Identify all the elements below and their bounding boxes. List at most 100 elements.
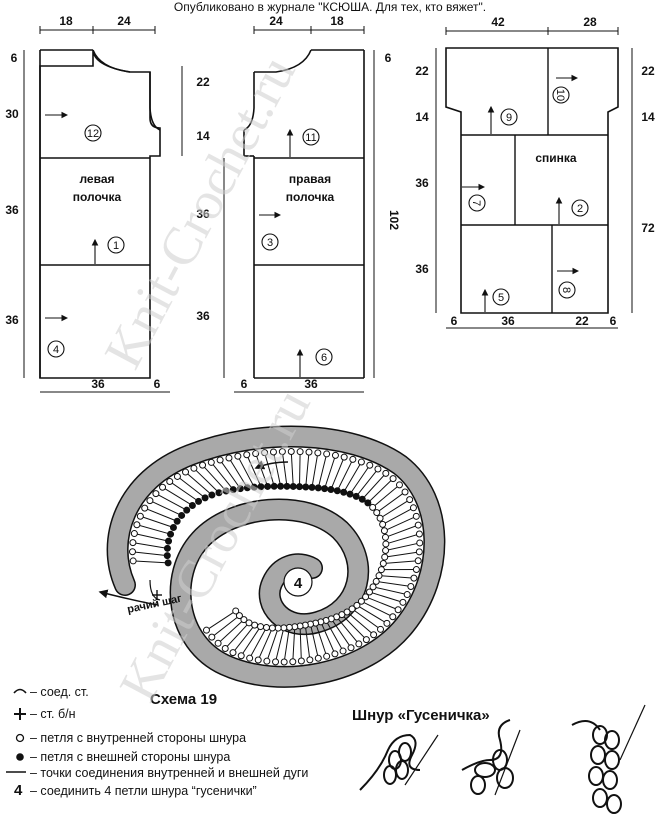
inner-loop: [159, 483, 167, 491]
right-bottom-dim-2: 36: [304, 377, 318, 391]
inner-loop: [406, 496, 414, 504]
outer-loop: [357, 597, 365, 605]
inner-loop: [190, 464, 198, 472]
inner-loop: [237, 652, 245, 660]
inner-loop: [349, 455, 357, 463]
part-number: 4: [53, 344, 59, 356]
left-right-dim-2: 14: [196, 129, 210, 143]
inner-loop: [339, 647, 347, 655]
outer-loop: [163, 552, 171, 560]
outer-loop: [314, 484, 322, 492]
outer-loop: [302, 483, 310, 491]
inner-loop: [383, 619, 391, 627]
center-number: 4: [294, 575, 303, 592]
join-number-symbol: 4: [14, 782, 23, 799]
cord-step-1: [359, 733, 439, 791]
outer-loop: [353, 601, 361, 609]
inner-loop: [415, 548, 423, 556]
part-number: 11: [305, 132, 316, 144]
left-right-dim-1: 22: [196, 75, 210, 89]
part-marker: [47, 340, 65, 358]
outer-loop: [257, 623, 265, 631]
inner-loop: [261, 449, 269, 457]
part-number: 8: [560, 287, 572, 293]
outer-loop: [377, 566, 385, 574]
outer-loop: [327, 486, 335, 494]
left-front-name-2: полочка: [73, 190, 122, 204]
spiral-schema: 4 рачий шаг Схема 19: [98, 425, 446, 708]
inner-loop: [289, 658, 297, 666]
left-top-dim-1: 18: [59, 14, 73, 28]
right-left-dim-1: 36: [196, 207, 210, 221]
outer-loop: [358, 495, 366, 503]
inner-loop: [347, 644, 355, 652]
inner-loop: [214, 639, 222, 647]
inner-loop: [129, 557, 137, 565]
right-left-dim-2: 36: [196, 309, 210, 323]
inner-loop: [269, 448, 277, 456]
outer-loop: [364, 499, 372, 507]
left-side-dim-2: 30: [5, 107, 19, 121]
inner-loop: [297, 657, 305, 665]
inner-loop: [323, 450, 331, 458]
outer-loop: [264, 482, 272, 490]
part-number: 6: [321, 352, 327, 364]
inner-loop: [130, 530, 138, 538]
outer-loop: [352, 492, 360, 500]
outer-loop: [208, 491, 216, 499]
left-bottom-dim-1: 36: [91, 377, 105, 391]
outer-loop: [245, 619, 253, 627]
inner-loop: [306, 656, 314, 664]
inner-loop: [166, 478, 174, 486]
outer-loop: [236, 485, 244, 493]
inner-loop: [136, 512, 144, 520]
inner-loop: [199, 461, 207, 469]
outer-loop: [240, 616, 248, 624]
inner-loop: [146, 497, 154, 505]
legend-item-text: – петля с внешней стороны шнура: [30, 750, 230, 764]
watermark: Knit-Crochet.ru: [93, 46, 307, 377]
inner-loop: [331, 451, 339, 459]
outer-loop: [369, 583, 377, 591]
inner-loop: [278, 448, 286, 456]
inner-loop: [414, 521, 422, 529]
inner-loop: [370, 631, 378, 639]
inner-loop: [234, 452, 242, 460]
right-top-dim-2: 18: [330, 14, 344, 28]
part-marker: [261, 233, 279, 251]
inner-loop: [305, 448, 313, 456]
back-bottom-dim-3: 22: [575, 314, 589, 328]
left-front-piece: левая полочка 12 1 4 18 24 6 30 36 36 22…: [5, 14, 210, 393]
back-right-dim-2: 14: [641, 110, 655, 124]
back-left-dim-1: 22: [415, 64, 429, 78]
outer-loop: [243, 484, 251, 492]
outer-loop: [257, 483, 265, 491]
outer-loop: [295, 483, 303, 491]
outer-loop: [274, 624, 282, 632]
inner-loop: [403, 591, 411, 599]
outer-loop: [169, 524, 177, 532]
inner-loop: [357, 458, 365, 466]
outer-loop: [369, 503, 377, 511]
outer-loop: [201, 494, 209, 502]
right-top-dim-1: 24: [269, 14, 283, 28]
publication-note: Опубликовано в журнале "КСЮША. Для тех, …: [174, 0, 486, 14]
inner-loop: [389, 613, 397, 621]
outer-loop: [346, 490, 354, 498]
right-front-piece: правая полочка 11 3 6 24 18 6 102 36 36 …: [196, 14, 401, 393]
inner-loop: [366, 461, 374, 469]
legend-item-text: – соед. ст.: [30, 685, 89, 699]
inner-loop: [287, 448, 295, 456]
outer-loop: [173, 517, 181, 525]
left-side-dim-4: 36: [5, 313, 19, 327]
outer-loop: [381, 553, 389, 561]
direction-arrow: [254, 460, 289, 470]
left-front-name-1: левая: [79, 172, 114, 186]
inner-loop: [152, 490, 160, 498]
inner-loop: [362, 636, 370, 644]
outer-loop: [188, 501, 196, 509]
inner-loop: [221, 644, 229, 652]
right-front-name-1: правая: [289, 172, 331, 186]
outer-loop: [376, 514, 384, 522]
